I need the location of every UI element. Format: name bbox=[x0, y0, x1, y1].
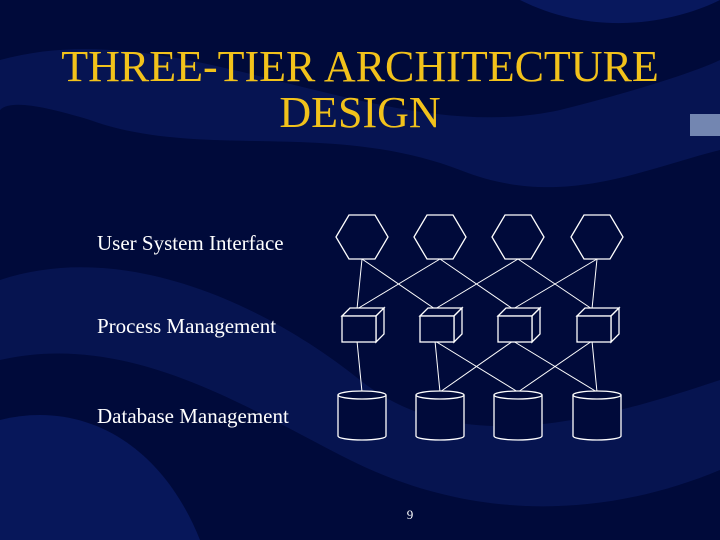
edge-user-to-process bbox=[512, 258, 598, 310]
process-node bbox=[575, 306, 621, 344]
edge-user-to-process bbox=[356, 258, 441, 310]
connection-lines bbox=[356, 258, 598, 393]
edge-process-to-database bbox=[591, 340, 598, 393]
process-node bbox=[340, 306, 386, 344]
edge-process-to-database bbox=[434, 340, 441, 393]
database-node bbox=[415, 390, 465, 441]
user-system-interface-label: User System Interface bbox=[97, 231, 284, 255]
slide-title: THREE-TIER ARCHITECTURE DESIGN bbox=[0, 44, 720, 136]
user-interface-node bbox=[570, 214, 624, 260]
slide-title-line-2: DESIGN bbox=[279, 88, 441, 137]
database-node bbox=[493, 390, 543, 441]
edge-user-to-process bbox=[356, 258, 363, 310]
user-interface-node bbox=[491, 214, 545, 260]
process-node bbox=[418, 306, 464, 344]
diagram-nodes bbox=[335, 214, 624, 441]
edge-process-to-database bbox=[517, 340, 593, 393]
process-node bbox=[496, 306, 542, 344]
edge-user-to-process bbox=[591, 258, 598, 310]
user-interface-node bbox=[413, 214, 467, 260]
page-number: 9 bbox=[406, 507, 414, 522]
database-node bbox=[337, 390, 387, 441]
database-management-label: Database Management bbox=[97, 404, 289, 428]
edge-process-to-database bbox=[439, 340, 514, 393]
user-interface-node bbox=[335, 214, 389, 260]
process-management-label: Process Management bbox=[97, 314, 277, 338]
slide-title-line-1: THREE-TIER ARCHITECTURE bbox=[61, 42, 659, 91]
edge-user-to-process bbox=[434, 258, 519, 310]
database-node bbox=[572, 390, 622, 441]
edge-process-to-database bbox=[356, 340, 363, 393]
